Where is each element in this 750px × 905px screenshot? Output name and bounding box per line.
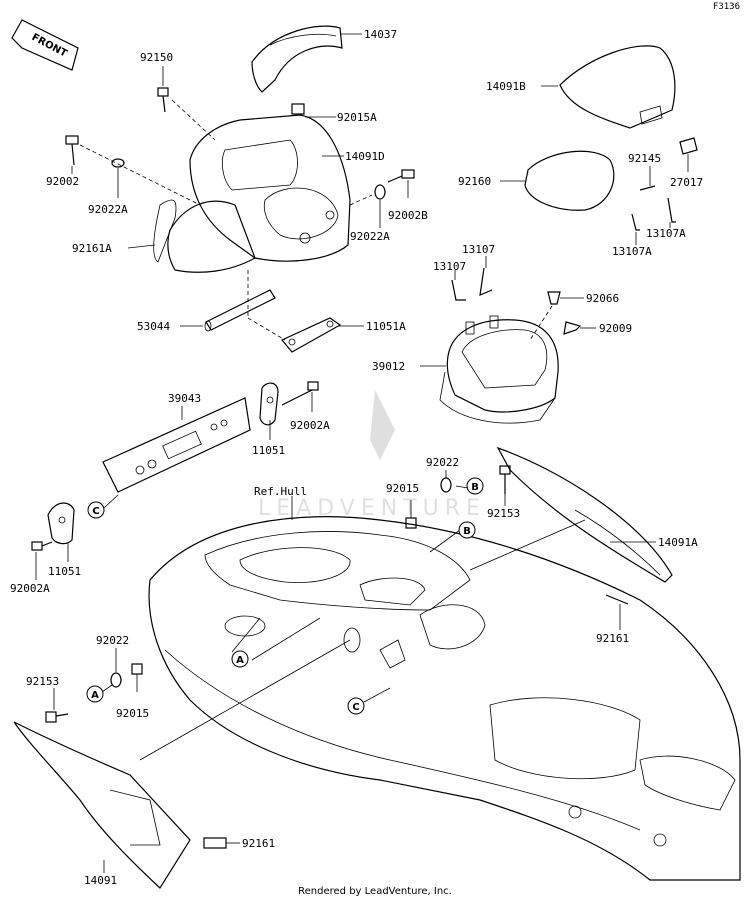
label-14091D: 14091D — [345, 150, 385, 163]
watermark-text: LEADVENTURE — [258, 496, 486, 521]
part-92002[interactable] — [65, 135, 79, 166]
part-11051A[interactable] — [281, 317, 342, 353]
part-92022A-left[interactable] — [111, 158, 125, 168]
label-14091A: 14091A — [658, 536, 698, 549]
label-92015-upper: 92015 — [386, 482, 419, 495]
label-92022A-left: 92022A — [88, 203, 128, 216]
part-92153-upper[interactable] — [499, 465, 511, 494]
label-92002: 92002 — [46, 175, 79, 188]
part-92009[interactable] — [563, 321, 582, 335]
label-11051-lower: 11051 — [48, 565, 81, 578]
part-92022-upper[interactable] — [440, 477, 452, 493]
part-92161-right[interactable] — [605, 594, 629, 605]
part-92022A-right[interactable] — [374, 184, 386, 200]
label-92161A: 92161A — [72, 242, 112, 255]
svg-text:B: B — [471, 482, 479, 493]
label-13107A-a: 13107A — [646, 227, 686, 240]
part-92002A-upper[interactable] — [281, 381, 319, 406]
label-11051-upper: 11051 — [252, 444, 285, 457]
label-39043: 39043 — [168, 392, 201, 405]
svg-text:C: C — [92, 506, 99, 517]
label-53044: 53044 — [137, 320, 170, 333]
svg-text:A: A — [91, 690, 99, 701]
label-92145: 92145 — [628, 152, 661, 165]
svg-text:A: A — [236, 655, 244, 666]
part-92015-lower[interactable] — [131, 663, 143, 675]
label-92022-upper: 92022 — [426, 456, 459, 469]
part-92002A-lower[interactable] — [31, 541, 53, 551]
label-92002A-lower: 92002A — [10, 582, 50, 595]
label-13107-a: 13107 — [462, 243, 495, 256]
label-14037: 14037 — [364, 28, 397, 41]
part-13107[interactable] — [451, 267, 493, 301]
part-92161-lower[interactable] — [203, 837, 227, 849]
callout-c-upper: C — [87, 501, 105, 519]
label-92015A: 92015A — [337, 111, 377, 124]
label-14091B: 14091B — [486, 80, 526, 93]
part-cover-shell — [153, 199, 256, 273]
part-13107A[interactable] — [631, 197, 676, 231]
callout-b-upper: B — [466, 477, 484, 495]
label-92015-lower: 92015 — [116, 707, 149, 720]
footer-credit: Rendered by LeadVenture, Inc. — [298, 886, 452, 897]
label-92161-lower: 92161 — [242, 837, 275, 850]
front-label: FRONT — [30, 32, 69, 60]
part-92066[interactable] — [547, 291, 561, 305]
label-39012: 39012 — [372, 360, 405, 373]
label-27017: 27017 — [670, 176, 703, 189]
label-ref-hull: Ref.Hull — [254, 485, 307, 498]
part-92153-lower[interactable] — [45, 711, 69, 723]
callout-b-hull: B — [458, 521, 476, 539]
label-13107A-b: 13107A — [612, 245, 652, 258]
watermark: LEADVENTURE — [258, 390, 486, 521]
part-11051-upper[interactable] — [259, 382, 279, 426]
part-11051-lower[interactable] — [47, 502, 75, 545]
callout-a-hull: A — [231, 650, 249, 668]
part-labels: 14037 92150 14091B 92015A 14091D 92002 9… — [10, 28, 703, 887]
hull — [148, 516, 741, 881]
svg-text:C: C — [352, 702, 359, 713]
label-11051A: 11051A — [366, 320, 406, 333]
label-13107-b: 13107 — [433, 260, 466, 273]
callout-c-hull: C — [347, 697, 365, 715]
part-14091B[interactable] — [559, 45, 676, 129]
label-92153-upper: 92153 — [487, 507, 520, 520]
label-92160: 92160 — [458, 175, 491, 188]
svg-text:B: B — [463, 526, 471, 537]
part-92145[interactable] — [639, 185, 656, 191]
label-14091: 14091 — [84, 874, 117, 887]
part-92015A[interactable] — [291, 103, 305, 115]
front-arrow: FRONT — [11, 19, 79, 71]
label-92002B: 92002B — [388, 209, 428, 222]
part-14091A[interactable] — [496, 446, 673, 583]
part-14091D[interactable] — [189, 114, 351, 262]
part-53044[interactable] — [204, 289, 276, 332]
label-92153-lower: 92153 — [26, 675, 59, 688]
part-27017[interactable] — [679, 137, 698, 155]
part-39043[interactable] — [102, 397, 251, 493]
part-39012[interactable] — [439, 315, 559, 424]
label-92161-right: 92161 — [596, 632, 629, 645]
part-92150[interactable] — [157, 87, 169, 113]
part-92002B[interactable] — [387, 169, 415, 183]
part-92022-lower[interactable] — [110, 672, 122, 688]
label-92150: 92150 — [140, 51, 173, 64]
label-92009: 92009 — [599, 322, 632, 335]
part-92160[interactable] — [524, 150, 615, 211]
label-92022A-right: 92022A — [350, 230, 390, 243]
part-14091[interactable] — [13, 721, 191, 889]
callout-a-lower: A — [86, 685, 104, 703]
label-92002A-upper: 92002A — [290, 419, 330, 432]
part-14037[interactable] — [251, 25, 343, 93]
label-92022-lower: 92022 — [96, 634, 129, 647]
figure-code: F3136 — [712, 2, 740, 12]
label-92066: 92066 — [586, 292, 619, 305]
